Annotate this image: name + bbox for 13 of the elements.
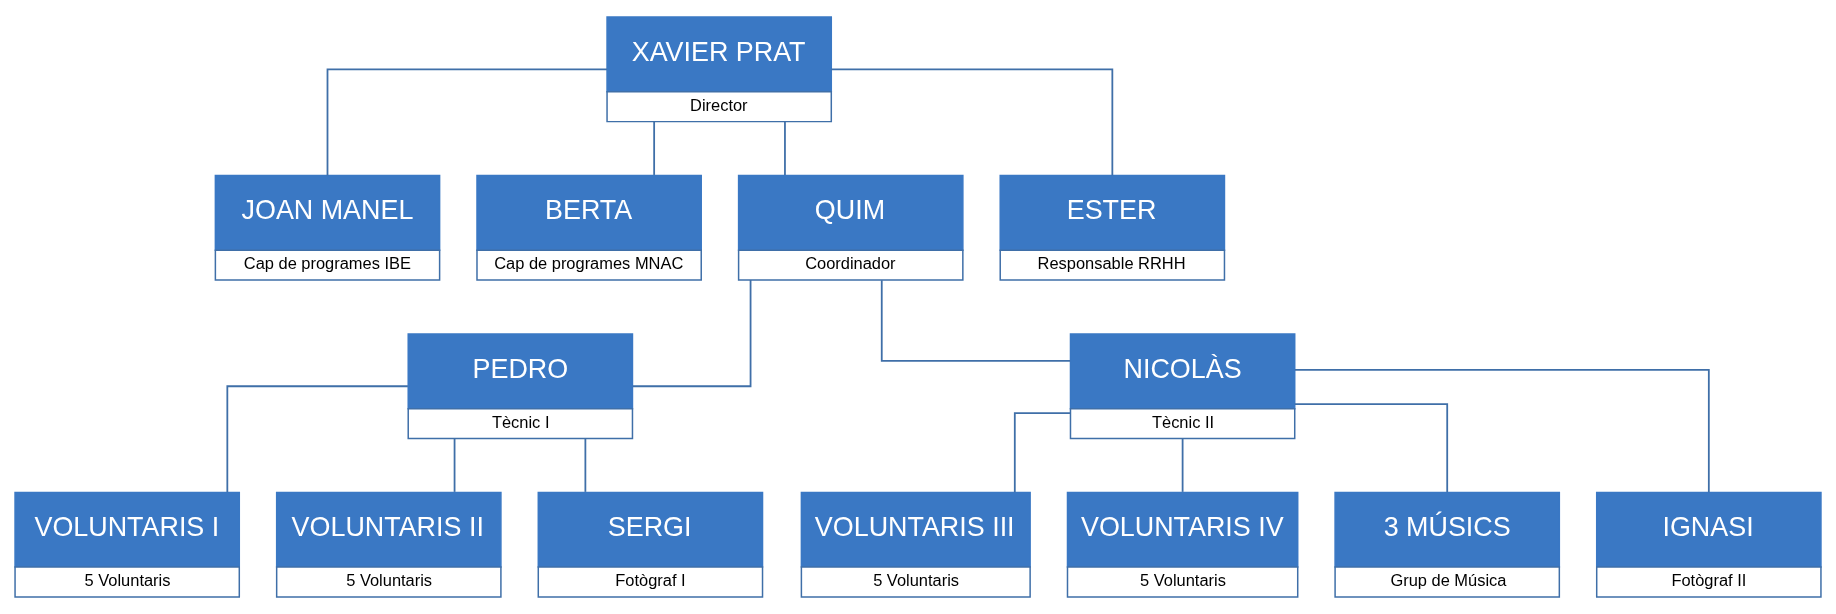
connector (631, 279, 752, 388)
connector (226, 385, 409, 494)
connector (784, 120, 786, 176)
connector (830, 68, 1114, 177)
connector (880, 279, 1072, 362)
connector (453, 437, 456, 493)
connector (1181, 437, 1184, 493)
connector (584, 437, 587, 493)
connector (1293, 368, 1710, 494)
connector (653, 120, 656, 176)
connector (1293, 403, 1449, 494)
connector (1013, 412, 1072, 494)
connector (326, 68, 608, 177)
